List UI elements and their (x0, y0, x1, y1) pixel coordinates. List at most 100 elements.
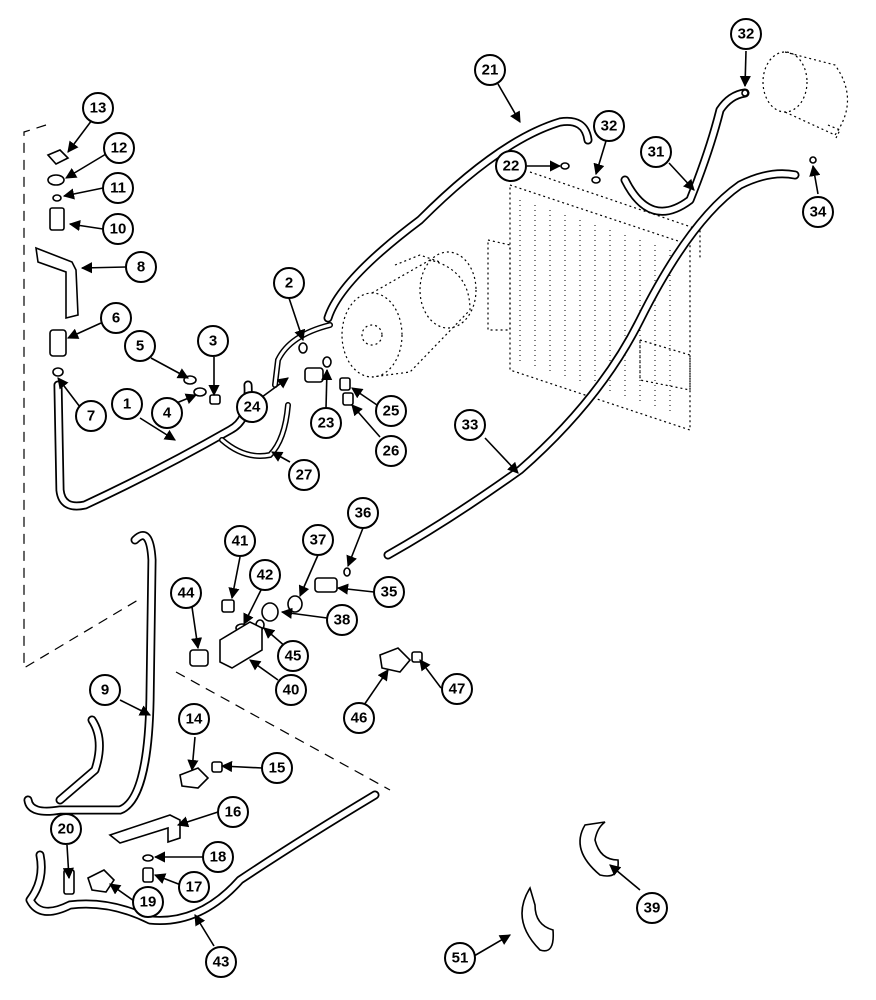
svg-text:1: 1 (123, 396, 131, 413)
svg-text:12: 12 (111, 140, 128, 157)
callout-27: 27 (288, 459, 320, 491)
svg-text:5: 5 (136, 338, 144, 355)
callout-35: 35 (373, 576, 405, 608)
callout-32-left: 32 (593, 110, 625, 142)
svg-text:19: 19 (140, 894, 157, 911)
callout-36: 36 (347, 497, 379, 529)
svg-text:21: 21 (482, 62, 499, 79)
svg-text:27: 27 (296, 467, 313, 484)
svg-text:41: 41 (232, 533, 249, 550)
svg-text:15: 15 (269, 760, 286, 777)
svg-text:16: 16 (225, 804, 242, 821)
svg-text:42: 42 (257, 567, 274, 584)
condenser (487, 171, 701, 431)
svg-text:18: 18 (210, 849, 227, 866)
receiver-drier (762, 51, 848, 139)
callout-4: 4 (151, 397, 183, 429)
svg-text:3: 3 (209, 333, 217, 350)
svg-text:6: 6 (112, 310, 120, 327)
leader-lines (57, 50, 821, 957)
callouts: 13 12 11 10 8 6 7 5 3 4 1 2 24 23 25 26 … (50, 18, 834, 978)
svg-text:26: 26 (383, 443, 400, 460)
assembly-reference-lines (23, 124, 391, 791)
svg-text:38: 38 (334, 612, 351, 629)
svg-text:35: 35 (381, 584, 398, 601)
svg-text:23: 23 (318, 415, 335, 432)
svg-text:2: 2 (285, 275, 293, 292)
svg-text:33: 33 (462, 417, 479, 434)
callout-44: 44 (170, 577, 202, 609)
fittings (35, 89, 817, 952)
callout-20: 20 (50, 813, 82, 845)
svg-text:31: 31 (648, 144, 665, 161)
callout-9: 9 (89, 674, 121, 706)
svg-text:4: 4 (163, 405, 172, 422)
svg-text:46: 46 (351, 710, 368, 727)
callout-26: 26 (375, 435, 407, 467)
svg-text:40: 40 (283, 682, 300, 699)
svg-text:20: 20 (58, 821, 75, 838)
svg-text:10: 10 (110, 221, 127, 238)
svg-text:37: 37 (310, 532, 327, 549)
callout-6: 6 (100, 302, 132, 334)
callout-39: 39 (636, 892, 668, 924)
callout-46: 46 (343, 702, 375, 734)
callout-42: 42 (249, 559, 281, 591)
callout-19: 19 (132, 886, 164, 918)
callout-10: 10 (102, 213, 134, 245)
hose-lines (23, 88, 800, 925)
callout-16: 16 (217, 796, 249, 828)
callout-11: 11 (102, 172, 134, 204)
callout-43: 43 (205, 946, 237, 978)
callout-18: 18 (202, 841, 234, 873)
callout-22: 22 (495, 150, 527, 182)
svg-text:17: 17 (186, 879, 203, 896)
svg-text:11: 11 (110, 180, 126, 197)
svg-text:43: 43 (213, 954, 230, 971)
callout-38: 38 (326, 604, 358, 636)
callout-8: 8 (125, 251, 157, 283)
svg-text:8: 8 (137, 259, 145, 276)
callout-32-right: 32 (730, 18, 762, 50)
svg-text:32: 32 (601, 118, 618, 135)
svg-text:14: 14 (186, 711, 203, 728)
callout-37: 37 (302, 524, 334, 556)
callout-31: 31 (640, 136, 672, 168)
svg-text:32: 32 (738, 26, 755, 43)
svg-text:25: 25 (383, 403, 400, 420)
callout-21: 21 (474, 54, 506, 86)
callout-51: 51 (444, 942, 476, 974)
callout-24: 24 (236, 391, 268, 423)
compressor (341, 251, 477, 378)
callout-41: 41 (224, 525, 256, 557)
callout-2: 2 (273, 267, 305, 299)
svg-text:44: 44 (178, 585, 195, 602)
callout-12: 12 (103, 132, 135, 164)
callout-17: 17 (178, 871, 210, 903)
svg-text:36: 36 (355, 505, 372, 522)
callout-3: 3 (197, 325, 229, 357)
callout-5: 5 (124, 330, 156, 362)
callout-7: 7 (75, 400, 107, 432)
svg-text:24: 24 (244, 399, 261, 416)
callout-40: 40 (275, 674, 307, 706)
svg-text:45: 45 (285, 648, 302, 665)
callout-25: 25 (375, 395, 407, 427)
svg-text:34: 34 (810, 204, 827, 221)
svg-text:39: 39 (644, 900, 661, 917)
callout-1: 1 (111, 388, 143, 420)
svg-text:7: 7 (87, 408, 95, 425)
callout-23: 23 (310, 407, 342, 439)
callout-34: 34 (802, 196, 834, 228)
svg-text:9: 9 (101, 682, 109, 699)
svg-text:51: 51 (452, 950, 469, 967)
callout-47: 47 (441, 673, 473, 705)
callout-15: 15 (261, 752, 293, 784)
callout-14: 14 (178, 703, 210, 735)
callout-33: 33 (454, 409, 486, 441)
svg-text:13: 13 (90, 100, 107, 117)
svg-text:47: 47 (449, 681, 466, 698)
callout-13: 13 (82, 92, 114, 124)
callout-45: 45 (277, 640, 309, 672)
